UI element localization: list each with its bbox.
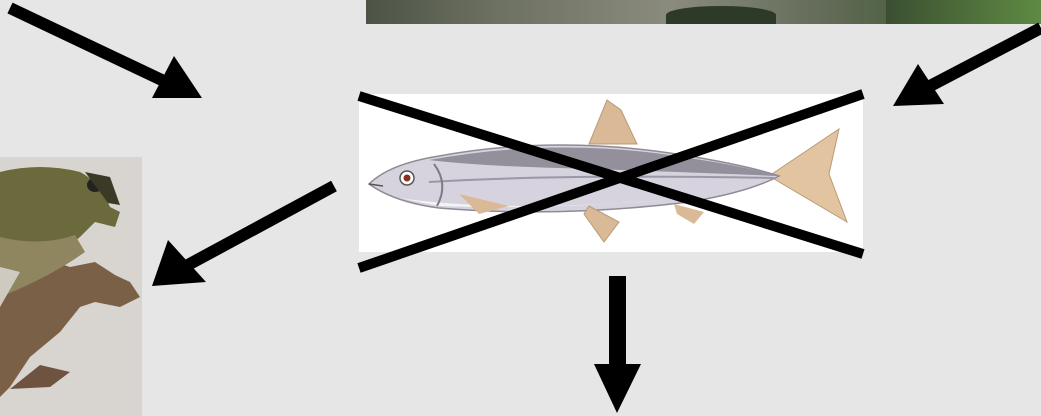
arrow-bottom-left [152,186,334,286]
cross-out-icon [359,94,863,268]
arrow-top-right [893,28,1041,106]
arrow-down [594,276,641,413]
arrow-top-left [10,8,202,98]
